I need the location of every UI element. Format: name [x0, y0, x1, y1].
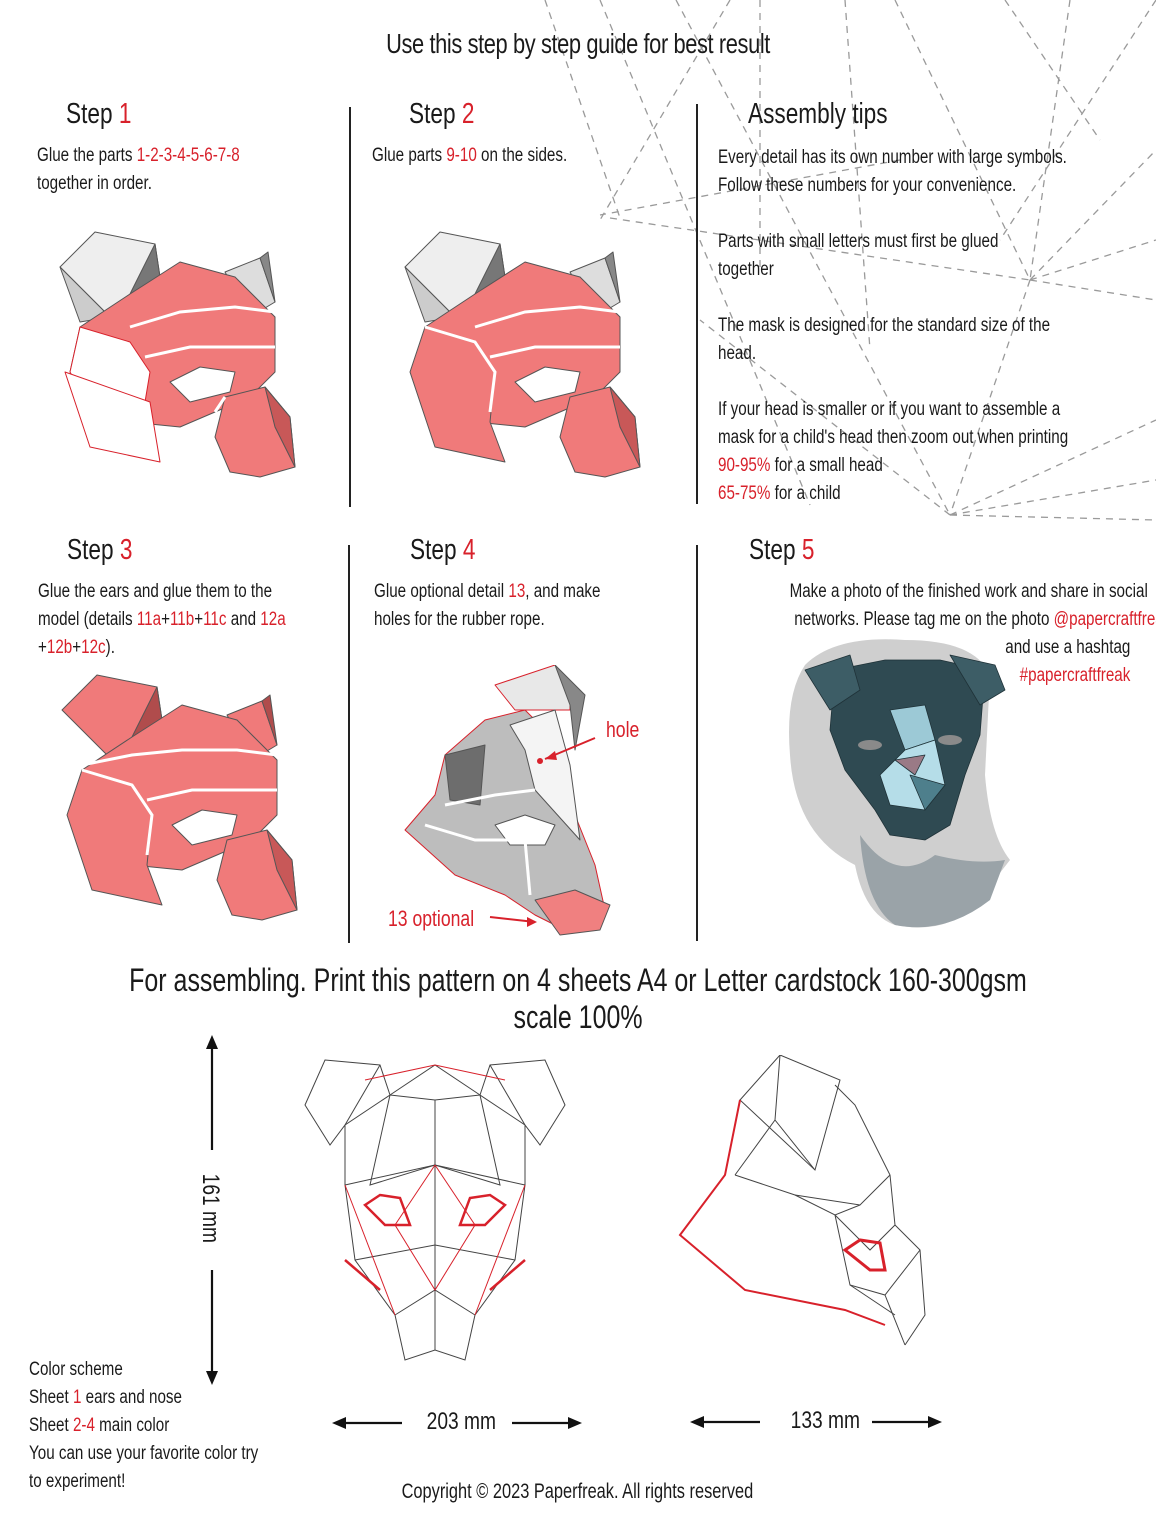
step-1-mask-illustration: [59, 231, 296, 478]
side-width-arrow-left: [690, 1416, 760, 1428]
step-5-text: Make a photo of the finished work and sh…: [700, 578, 1156, 690]
step-2-heading: Step 2: [409, 98, 475, 130]
assembly-tips-text: Every detail has its own number with lar…: [718, 147, 1069, 504]
step-1-heading: Step 1: [66, 98, 132, 130]
height-dimension-arrow: [206, 1035, 218, 1385]
front-width-label: 203 mm: [426, 1408, 497, 1435]
step-2-mask-illustration: [404, 231, 641, 478]
divider: [349, 107, 351, 507]
divider: [696, 545, 698, 941]
front-width-arrow-left: [332, 1417, 402, 1429]
front-width-arrow-right: [512, 1417, 582, 1429]
copyright: Copyright © 2023 Paperfreak. All rights …: [401, 1480, 753, 1503]
hole-annotation: hole: [606, 717, 640, 742]
optional-13-annotation: 13 optional: [388, 906, 475, 931]
side-width-label: 133 mm: [790, 1407, 861, 1434]
step-3-heading: Step 3: [67, 534, 133, 566]
step-3-text: Glue the ears and glue them to the model…: [38, 581, 286, 658]
front-pattern-diagram: [304, 1059, 566, 1361]
color-scheme-note: Color scheme Sheet 1 ears and nose Sheet…: [29, 1359, 259, 1492]
instagram-handle: @papercraftfreak: [1053, 609, 1156, 630]
hashtag: #papercraftfreak: [1019, 665, 1130, 686]
step-5-heading: Step 5: [749, 534, 815, 566]
step-4-heading: Step 4: [410, 534, 476, 566]
print-instructions: For assembling. Print this pattern on 4 …: [129, 962, 1027, 1035]
assembly-tips-heading: Assembly tips: [748, 98, 888, 130]
step-4-text: Glue optional detail 13, and make holes …: [374, 581, 601, 630]
side-width-arrow-right: [872, 1416, 942, 1428]
page-title: Use this step by step guide for best res…: [386, 28, 770, 59]
finished-mask-photo: [789, 639, 1010, 928]
height-dimension-label: 161 mm: [197, 1173, 224, 1244]
divider: [696, 104, 698, 504]
step-1-text: Glue the parts 1-2-3-4-5-6-7-8 together …: [37, 145, 240, 194]
step-3-mask-illustration: [61, 674, 298, 921]
step-4-mask-illustration: [404, 665, 611, 936]
divider: [348, 545, 350, 943]
step-2-text: Glue parts 9-10 on the sides.: [372, 145, 568, 166]
side-pattern-diagram: [678, 1055, 926, 1346]
